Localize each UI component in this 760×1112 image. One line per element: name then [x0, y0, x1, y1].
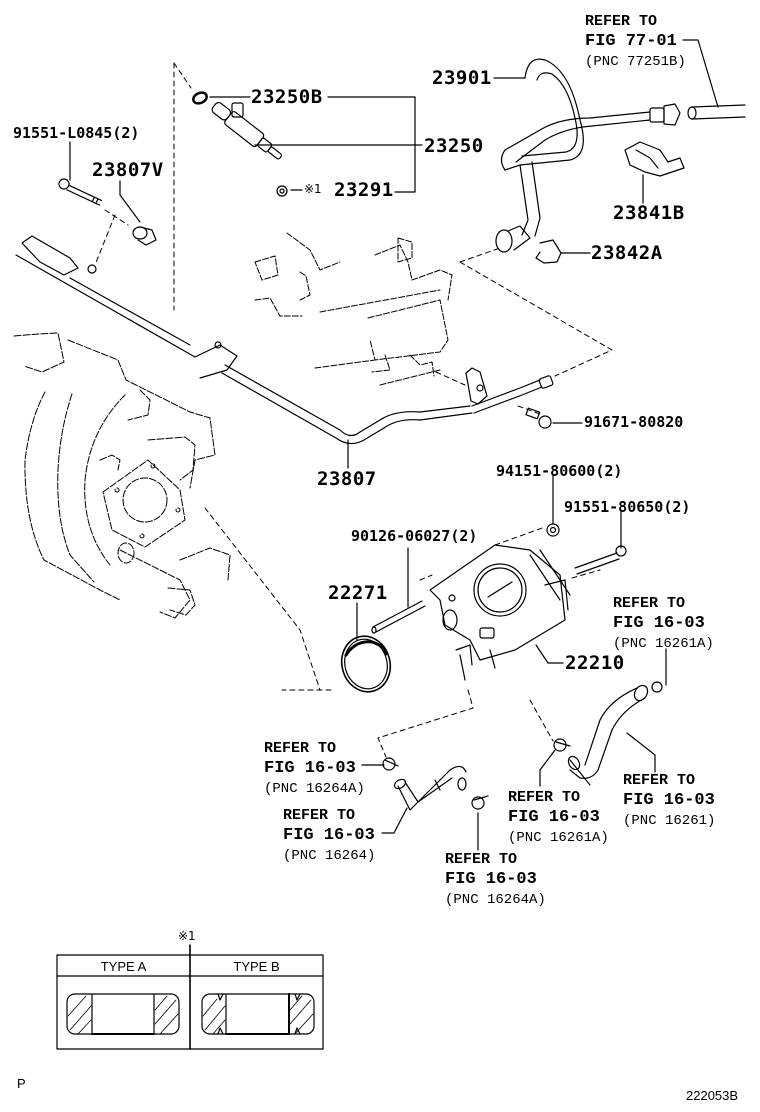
gasket-22271	[340, 635, 392, 693]
bolt-91671	[525, 407, 552, 429]
reference-fig-16-03-pnc-16264a-bottom[interactable]: REFER TO FIG 16-03 (PNC 16264A)	[445, 850, 546, 910]
reference-line3: (PNC 16264A)	[445, 892, 546, 908]
clamp-23842a	[535, 239, 562, 264]
water-hose-16261	[553, 681, 663, 786]
water-hose-16264	[382, 757, 489, 811]
part-label-91551-l0845[interactable]: 91551-L0845(2)	[13, 124, 140, 142]
reference-line2: FIG 16-03	[508, 808, 600, 827]
fuel-hose	[495, 58, 681, 253]
note-mark-1: ※1	[304, 182, 322, 196]
nut-94151	[546, 523, 560, 537]
clip-23841b	[624, 141, 685, 177]
reference-line3: (PNC 16261)	[623, 813, 716, 829]
type-b-header: TYPE B	[233, 959, 280, 974]
part-label-23842a[interactable]: 23842A	[591, 242, 663, 264]
leader-lines	[69, 39, 719, 851]
reference-line2: FIG 16-03	[623, 791, 715, 810]
reference-line1: REFER TO	[623, 772, 696, 789]
type-table	[56, 944, 324, 1050]
type-b-insulator	[201, 993, 315, 1035]
reference-line3: (PNC 16261A)	[508, 830, 609, 846]
reference-line1: REFER TO	[508, 789, 581, 806]
part-label-91671-80820[interactable]: 91671-80820	[584, 413, 684, 431]
part-label-23250b[interactable]: 23250B	[251, 86, 323, 108]
intake-manifold-outline	[13, 332, 231, 619]
reference-line3: (PNC 77251B)	[585, 54, 686, 70]
reference-line3: (PNC 16264A)	[264, 781, 365, 797]
part-label-23250[interactable]: 23250	[424, 135, 484, 157]
type-table-note-mark: ※1	[178, 929, 196, 943]
alignment-dashes	[94, 62, 613, 758]
reference-line1: REFER TO	[283, 807, 356, 824]
bolt-and-spacer	[58, 178, 157, 246]
page-marker: P	[17, 1076, 26, 1091]
type-a-header: TYPE A	[100, 959, 147, 974]
reference-line2: FIG 16-03	[264, 759, 356, 778]
part-label-91551-80650[interactable]: 91551-80650(2)	[564, 498, 691, 516]
fuel-pipe-77-01	[687, 104, 746, 120]
part-label-23807[interactable]: 23807	[317, 468, 377, 490]
reference-line2: FIG 16-03	[613, 614, 705, 633]
stud-90126	[371, 600, 426, 634]
part-label-23807v[interactable]: 23807V	[92, 159, 164, 181]
part-label-23901[interactable]: 23901	[432, 67, 492, 89]
type-a-insulator	[66, 993, 180, 1035]
reference-line1: REFER TO	[264, 740, 337, 757]
fuel-injector	[192, 91, 288, 197]
illustration-code: 222053B	[686, 1088, 739, 1103]
part-label-23291[interactable]: 23291	[334, 179, 394, 201]
reference-fig-77-01[interactable]: REFER TO FIG 77-01 (PNC 77251B)	[585, 12, 686, 72]
part-label-23841b[interactable]: 23841B	[613, 202, 685, 224]
reference-line2: FIG 16-03	[445, 870, 537, 889]
part-label-94151-80600[interactable]: 94151-80600(2)	[496, 462, 623, 480]
reference-line1: REFER TO	[585, 13, 658, 30]
part-label-90126-06027[interactable]: 90126-06027(2)	[351, 527, 478, 545]
part-label-22210[interactable]: 22210	[565, 652, 625, 674]
reference-line1: REFER TO	[445, 851, 518, 868]
reference-line3: (PNC 16264)	[283, 848, 376, 864]
reference-fig-16-03-pnc-16264[interactable]: REFER TO FIG 16-03 (PNC 16264)	[283, 806, 375, 866]
cylinder-head-outline	[254, 232, 453, 386]
reference-fig-16-03-pnc-16264a-left[interactable]: REFER TO FIG 16-03 (PNC 16264A)	[264, 739, 365, 799]
reference-line2: FIG 16-03	[283, 826, 375, 845]
reference-line3: (PNC 16261A)	[613, 636, 714, 652]
throttle-body-22210	[429, 544, 571, 681]
reference-fig-16-03-pnc-16261a-mid[interactable]: REFER TO FIG 16-03 (PNC 16261A)	[508, 788, 609, 848]
part-label-22271[interactable]: 22271	[328, 582, 388, 604]
reference-line2: FIG 77-01	[585, 32, 677, 51]
reference-line1: REFER TO	[613, 595, 686, 612]
reference-fig-16-03-pnc-16261a-top[interactable]: REFER TO FIG 16-03 (PNC 16261A)	[613, 594, 714, 654]
reference-fig-16-03-pnc-16261[interactable]: REFER TO FIG 16-03 (PNC 16261)	[623, 771, 715, 831]
bolt-91551-80650	[574, 545, 627, 575]
fuel-rail	[15, 235, 554, 445]
